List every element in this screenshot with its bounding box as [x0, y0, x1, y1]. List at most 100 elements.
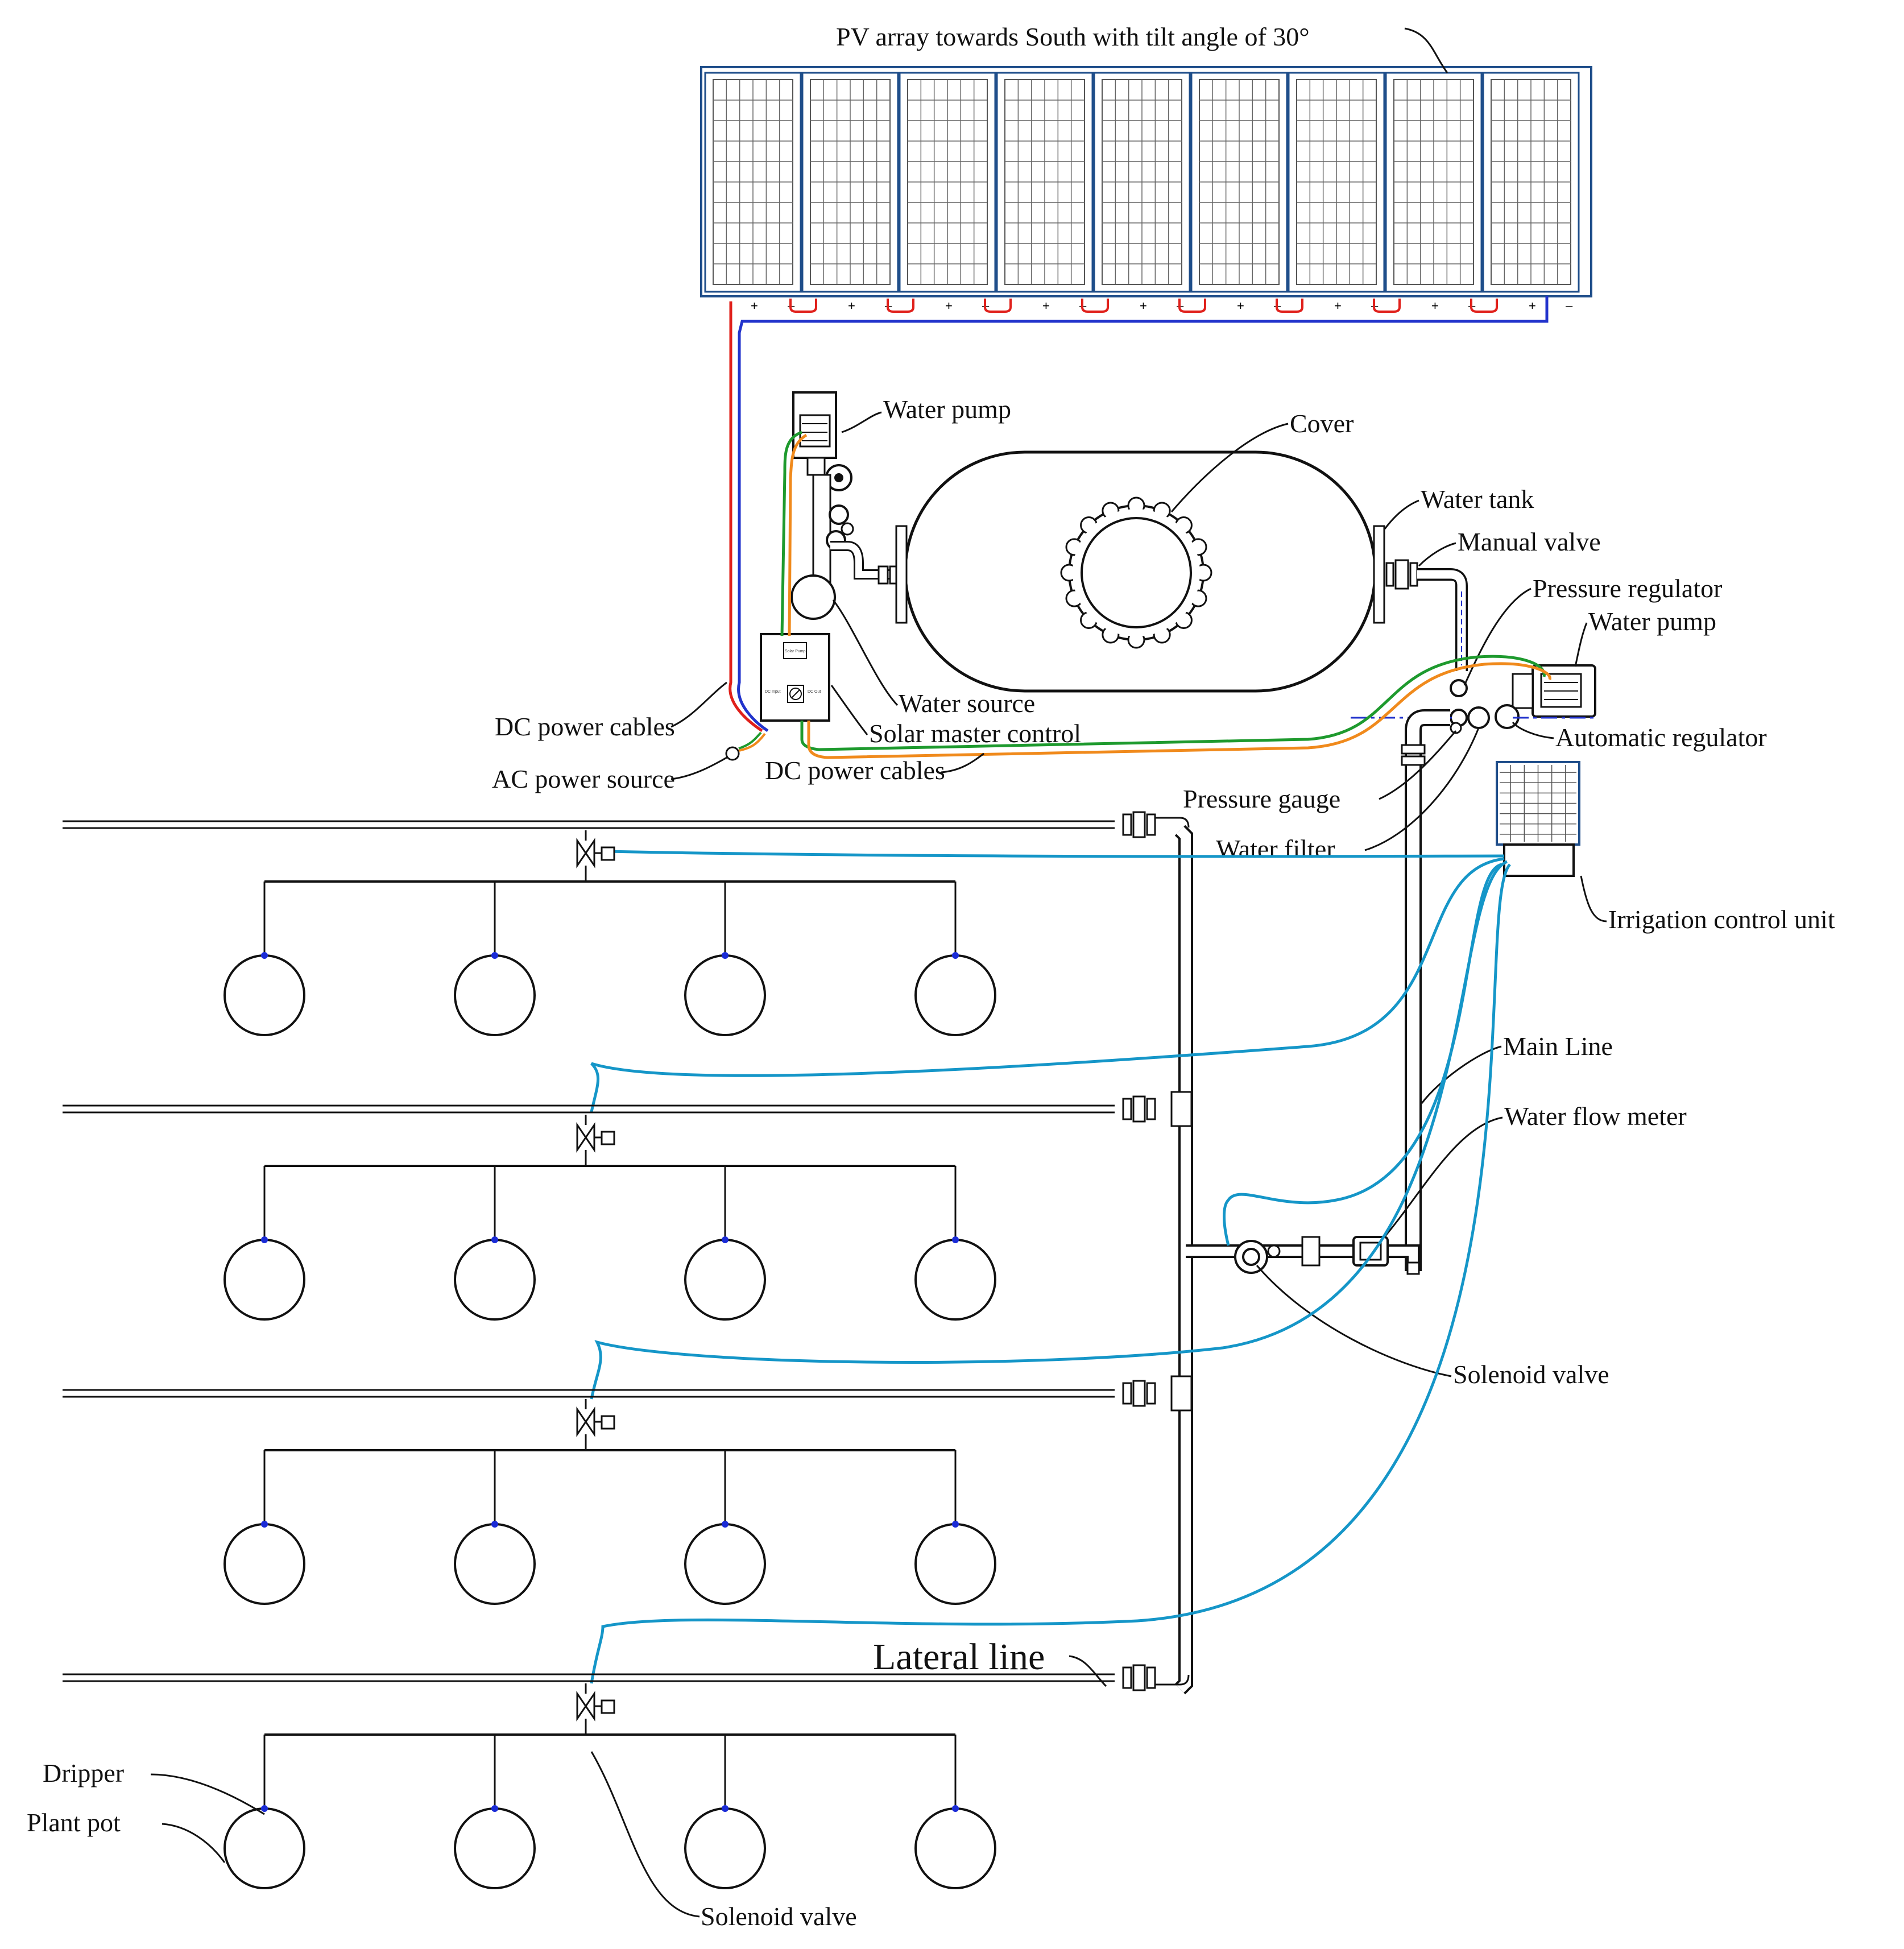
ac-orange-cable — [738, 733, 766, 752]
solenoid-coil — [601, 1699, 615, 1714]
manual-valve-leader — [1418, 542, 1456, 567]
series-link — [1276, 299, 1303, 313]
dc-power-cables-left-leader — [670, 681, 727, 728]
plant-pot-label: Plant pot — [27, 1808, 121, 1837]
automatic-regulator-label: Automatic regulator — [1555, 723, 1767, 752]
pv-panel — [996, 72, 1094, 293]
elbow — [1154, 817, 1190, 828]
ac-power-source-label: AC power source — [492, 764, 675, 793]
signal-cable-main-solenoid — [1223, 863, 1502, 1246]
plant-pot — [684, 1239, 766, 1321]
pv-panel — [899, 72, 996, 293]
dripper — [261, 952, 268, 959]
tank-cover — [1060, 496, 1212, 649]
solenoid-valve-mid-leader — [1256, 1265, 1452, 1377]
solenoid-valve — [576, 1406, 595, 1437]
plant-pot — [914, 1239, 996, 1321]
irrigation-row — [63, 811, 1190, 1036]
series-link — [984, 299, 1012, 313]
main-line-assembly — [1186, 1236, 1420, 1275]
fitting — [1122, 813, 1132, 836]
irrigation-row — [63, 1091, 1193, 1321]
solenoid-coil — [601, 1415, 615, 1430]
pv-panel — [1190, 72, 1288, 293]
fitting — [1132, 1664, 1146, 1691]
irrigation-rows — [63, 811, 1193, 1889]
water-pump-top-label: Water pump — [883, 395, 1011, 424]
tee — [1170, 1091, 1193, 1127]
plant-pot — [223, 954, 305, 1036]
dc-power-cables-left-label: DC power cables — [495, 712, 675, 741]
cover-leader — [1170, 423, 1289, 512]
terminal-plus: + — [1529, 299, 1536, 313]
dc-power-cables-mid-leader — [941, 752, 984, 773]
pv-panel — [1093, 72, 1191, 293]
signal-cable-4 — [590, 863, 1511, 1684]
plant-pot — [914, 954, 996, 1036]
cover-label: Cover — [1290, 409, 1354, 438]
water-source-leader — [832, 599, 899, 706]
dripper-leader — [150, 1773, 265, 1815]
orange-cable-top-pump — [788, 433, 808, 636]
irrigation-row — [63, 1664, 1190, 1889]
fitting — [1122, 1666, 1132, 1689]
dripper — [722, 1805, 729, 1812]
lateral-line-label: Lateral line — [873, 1636, 1045, 1678]
pv-panel — [801, 72, 899, 293]
dripper — [722, 1236, 729, 1243]
terminal-plus: + — [1431, 299, 1439, 313]
solenoid-valve-bottom-label: Solenoid valve — [701, 1902, 857, 1931]
dripper — [952, 1805, 959, 1812]
pv-array-label: PV array towards South with tilt angle o… — [836, 22, 1310, 51]
controller-left-text: DC Input — [765, 690, 781, 694]
green-cable-top-pump — [780, 431, 802, 636]
plant-pot — [684, 1523, 766, 1605]
signal-cable-1 — [605, 850, 1505, 858]
terminal-plus: + — [1042, 299, 1050, 313]
distribution-pipe-inner — [1176, 826, 1191, 1693]
lateral-line-leader — [1069, 1655, 1107, 1687]
series-link — [1178, 299, 1206, 313]
pv-panel — [704, 72, 802, 293]
plant-pot — [914, 1807, 996, 1889]
dripper — [261, 1805, 268, 1812]
dripper — [491, 1521, 498, 1528]
series-link — [1470, 299, 1498, 313]
solar-master-control-leader — [830, 685, 868, 735]
plant-pot — [684, 1807, 766, 1889]
terminal-plus: + — [848, 299, 855, 313]
plant-pot — [454, 1807, 536, 1889]
controller-right-text: DC Out — [808, 690, 821, 694]
plant-pot — [454, 1239, 536, 1321]
terminal-plus: + — [1237, 299, 1244, 313]
water-filter-leader — [1364, 727, 1480, 851]
signal-cable-2 — [590, 857, 1505, 1112]
plant-pot-leader — [162, 1823, 226, 1863]
water-source-label: Water source — [899, 689, 1035, 718]
positive-cable — [729, 301, 763, 733]
solenoid-valve-bottom-leader — [590, 1751, 700, 1918]
solenoid-valve — [576, 1122, 595, 1153]
plant-pot — [454, 1523, 536, 1605]
main-line-label: Main Line — [1503, 1032, 1613, 1061]
solenoid-coil — [601, 846, 615, 861]
plant-pot — [454, 954, 536, 1036]
plant-pot — [223, 1807, 305, 1889]
series-link — [1373, 299, 1401, 313]
water-flow-meter-leader — [1381, 1116, 1503, 1240]
pv-panels — [704, 72, 1580, 293]
dripper — [952, 952, 959, 959]
ac-power-source-terminal — [725, 746, 740, 761]
pv-panel — [1288, 72, 1385, 293]
plant-pot — [223, 1523, 305, 1605]
fitting — [1146, 1666, 1156, 1689]
dripper — [722, 1521, 729, 1528]
pv-panel — [1385, 72, 1483, 293]
manual-valve-label: Manual valve — [1458, 527, 1601, 556]
solenoid-valve — [576, 1691, 595, 1722]
dripper — [491, 1805, 498, 1812]
fitting — [1132, 1380, 1146, 1407]
plant-pot — [914, 1523, 996, 1605]
series-link — [887, 299, 914, 313]
